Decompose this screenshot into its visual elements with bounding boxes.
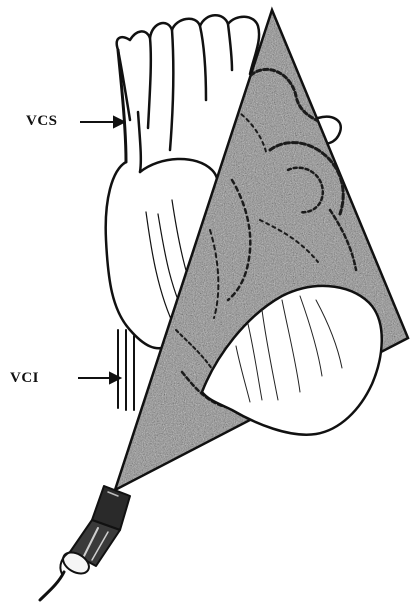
arrow-right-icon	[78, 373, 120, 383]
vcs-label: VCS	[26, 114, 58, 129]
ultrasound-probe-icon	[40, 486, 130, 600]
arrow-right-icon	[80, 117, 124, 127]
vci-label: VCI	[10, 371, 39, 386]
